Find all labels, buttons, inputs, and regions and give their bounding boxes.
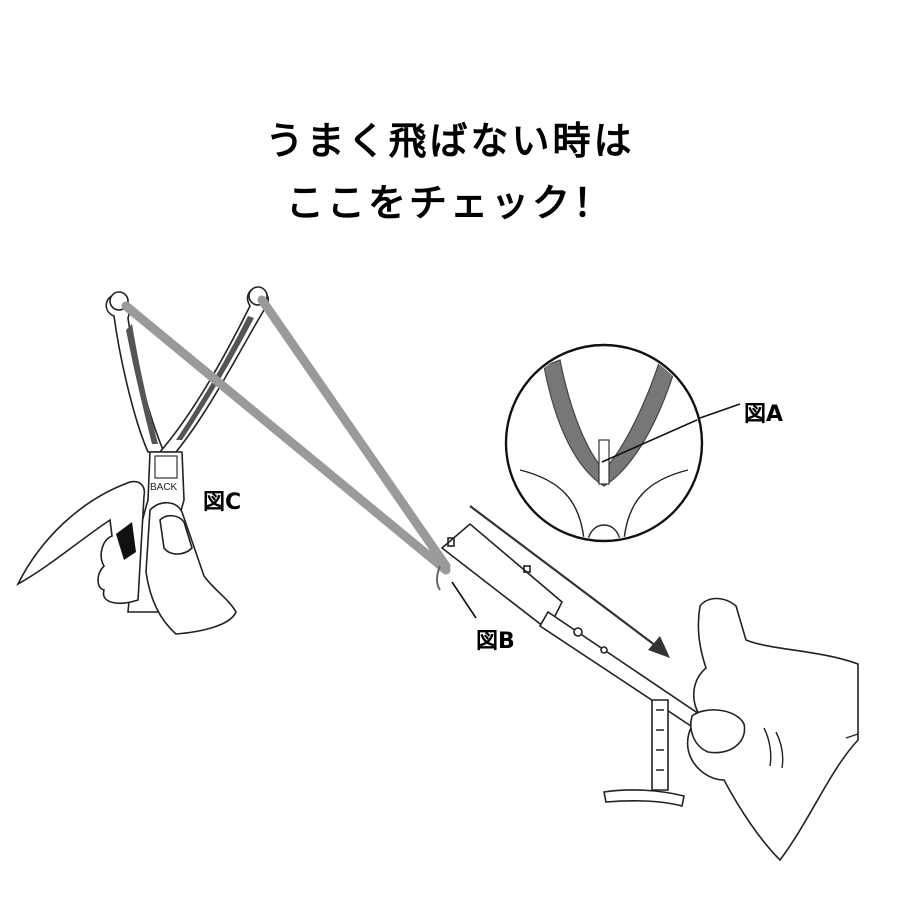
band-knot — [436, 565, 441, 591]
figure-c-label: 図C — [203, 490, 242, 515]
frame-shading — [126, 324, 158, 444]
left-hand — [16, 480, 237, 635]
back-label: BACK — [150, 482, 178, 493]
finger-lines — [656, 709, 859, 771]
rubber-bands — [121, 295, 451, 575]
inset-detail — [504, 343, 741, 543]
figure-b-label: 図B — [476, 629, 515, 654]
figure-a-label: 図A — [744, 402, 784, 427]
title-line-1: うまく飛ばない時は — [265, 119, 635, 163]
figure-b-leader — [451, 581, 477, 619]
thumb-shadow — [116, 522, 136, 560]
title-line-2: ここをチェック！ — [285, 181, 614, 225]
direction-arrow — [469, 505, 670, 658]
right-hand — [603, 597, 859, 862]
